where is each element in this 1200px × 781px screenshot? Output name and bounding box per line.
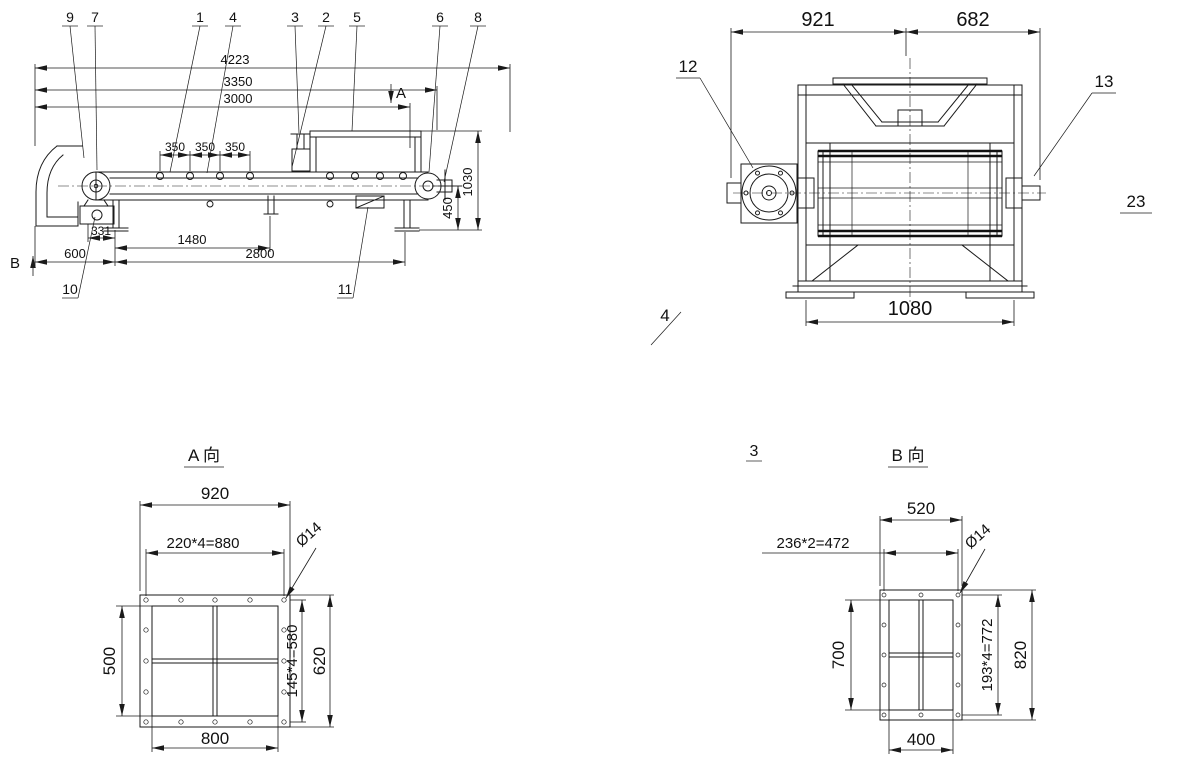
dim-1480: 1480: [178, 232, 207, 247]
view-a-dim-500: 500: [100, 647, 119, 675]
dim-1080: 1080: [888, 298, 933, 320]
side-view-dimension-lines: [35, 65, 510, 265]
view-a-dim-920: 920: [201, 484, 229, 503]
callout-8: 8: [474, 9, 482, 25]
view-b-dim-520: 520: [907, 499, 935, 518]
view-b-dim-bolts-h: 236*2=472: [777, 535, 850, 552]
dim-total-length: 4223: [221, 52, 250, 67]
callout-10: 10: [62, 281, 78, 297]
dim-682: 682: [956, 9, 989, 31]
view-a-dim-620: 620: [310, 647, 329, 675]
dim-2800: 2800: [246, 246, 275, 261]
callout-6: 6: [436, 9, 444, 25]
callout-7: 7: [91, 9, 99, 25]
callout-5: 5: [353, 9, 361, 25]
view-b-bolt-holes: [881, 592, 961, 718]
end-view-dimension-lines: [731, 29, 1040, 325]
end-view-machine-outline: [726, 77, 1041, 299]
view-b-dimension-lines: [848, 517, 1035, 753]
callout-1: 1: [196, 9, 204, 25]
view-b-hole-dia: Ø14: [962, 521, 994, 553]
dim-1030: 1030: [460, 168, 475, 197]
side-view-machine-outline: [35, 130, 463, 232]
callout-11: 11: [338, 281, 353, 297]
view-b-extension-lines: [762, 516, 1036, 754]
end-view-centerlines: [733, 58, 1046, 305]
dim-3000: 3000: [224, 91, 253, 106]
view-b-outline: [879, 589, 963, 721]
callout-2: 2: [322, 9, 330, 25]
callout-9: 9: [66, 9, 74, 25]
view-b-dim-bolts-v: 193*4=772: [979, 619, 996, 692]
view-b-dim-820: 820: [1011, 641, 1030, 669]
view-a-hole-dia: Ø14: [293, 519, 325, 551]
view-a-dim-800: 800: [201, 729, 229, 748]
view-b: 3 B 向: [746, 443, 1036, 754]
callout-3: 3: [291, 9, 299, 25]
end-view: 921 682 1080 12 13 23 4: [650, 9, 1152, 346]
section-b-label: B: [10, 255, 20, 272]
end-view-rotor-bands: [818, 149, 1002, 238]
dim-600: 600: [64, 246, 86, 261]
view-b-dim-700: 700: [829, 641, 848, 669]
dim-450: 450: [440, 197, 455, 219]
callout-13: 13: [1095, 72, 1114, 91]
dim-idler-pitch-2: 350: [195, 140, 215, 154]
view-a-outline: [139, 594, 291, 728]
dim-331: 331: [91, 224, 111, 238]
view-b-mark: 3: [750, 443, 759, 460]
view-a-title: A 向: [188, 446, 220, 465]
view-a-extension-lines: [116, 501, 334, 752]
view-a-dim-bolts-h: 220*4=880: [167, 535, 240, 552]
mark-4: 4: [660, 306, 669, 325]
view-a-bolt-holes: [143, 597, 287, 725]
side-view-callout-leaders: [62, 25, 486, 299]
dim-idler-pitch-3: 350: [225, 140, 245, 154]
callout-4: 4: [229, 9, 237, 25]
sheet-number: 23: [1127, 192, 1146, 211]
end-view-callout-leaders: [650, 77, 1152, 346]
view-a: A 向 920: [100, 446, 334, 752]
view-b-title: B 向: [891, 446, 924, 465]
view-b-dim-400: 400: [907, 730, 935, 749]
callout-12: 12: [679, 57, 698, 76]
dim-3350: 3350: [224, 74, 253, 89]
side-view: 4223 3350 3000 350 350 350 331 1480 600 …: [10, 9, 511, 299]
section-a-label: A: [396, 85, 406, 102]
view-a-dimension-lines: [119, 502, 333, 751]
dim-921: 921: [801, 9, 834, 31]
view-a-dim-bolts-v: 145*4=580: [284, 625, 301, 698]
